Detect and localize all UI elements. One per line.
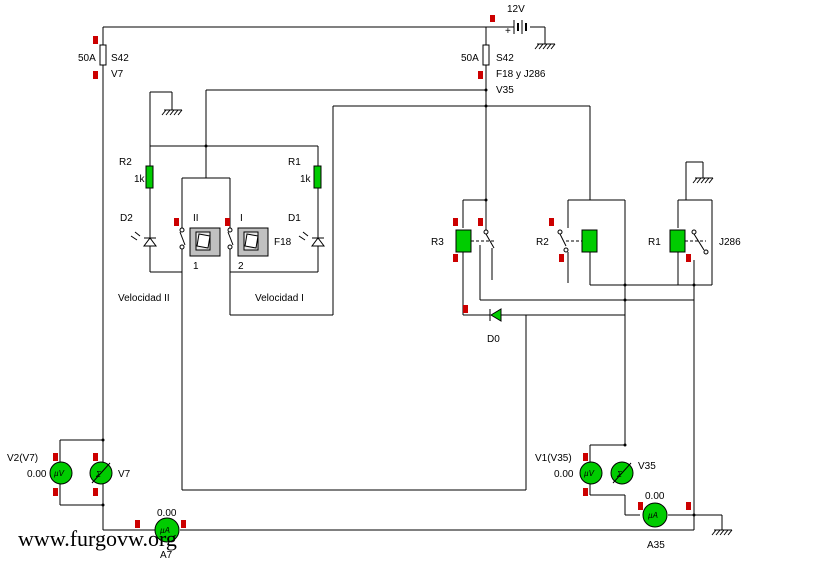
battery-label: 12V	[507, 4, 525, 15]
switch-name: F18	[274, 237, 292, 248]
fuse-left-node: V7	[111, 69, 124, 80]
probe-marker	[686, 254, 691, 262]
resistor-r1-value: 1k	[300, 174, 312, 185]
relay-r2-label: R2	[536, 237, 549, 248]
fuse-left[interactable]: 50A S42 V7	[78, 36, 129, 80]
probe-marker	[225, 218, 230, 226]
resistor-r2[interactable]: R2 1k	[119, 157, 154, 189]
meter-v7[interactable]: µV Σ V2(V7) 0.00 V7	[7, 453, 131, 496]
speed-label-ii: Velocidad II	[118, 293, 170, 304]
relay-r3[interactable]: R3	[431, 218, 495, 262]
probe-marker	[463, 305, 468, 313]
probe-marker	[583, 453, 588, 461]
probe-marker	[174, 218, 179, 226]
meter-a7[interactable]: µA 0.00 A7	[135, 508, 186, 561]
resistor-r1-name: R1	[288, 157, 301, 168]
watermark: www.furgovw.org	[18, 526, 177, 551]
meter-v7-unit: µV	[54, 469, 65, 478]
meter-v35-value: 0.00	[554, 469, 574, 480]
switch-ii-label: II	[193, 213, 199, 224]
probe-marker	[93, 488, 98, 496]
relay-r1[interactable]: R1	[648, 229, 709, 262]
fuse-left-rating: 50A	[78, 53, 96, 64]
meter-a35-unit: µA	[648, 511, 658, 520]
meter-a35[interactable]: µA 0.00 A35	[638, 491, 691, 551]
diode-d1[interactable]: D1	[288, 213, 325, 247]
fuse-right[interactable]: 50A S42 F18 y J286 V35	[461, 44, 546, 96]
meter-a35-name: A35	[647, 540, 665, 551]
probe-marker	[583, 488, 588, 496]
ground-symbol-a35	[711, 529, 733, 536]
resistor-r1[interactable]: R1 1k	[288, 157, 322, 189]
probe-marker	[93, 36, 98, 44]
battery-12v[interactable]: 12V +	[505, 4, 527, 37]
meter-a7-name: A7	[160, 550, 173, 561]
resistor-r2-name: R2	[119, 157, 132, 168]
ground-symbol-r2	[161, 109, 183, 116]
probe-marker	[135, 520, 140, 528]
probe-marker	[93, 71, 98, 79]
sum-icon: Σ	[95, 470, 102, 479]
meter-a7-unit: µA	[160, 526, 170, 535]
fuse-left-name: S42	[111, 53, 129, 64]
diode-d2-label: D2	[120, 213, 133, 224]
probe-marker	[686, 502, 691, 510]
probe-marker	[559, 254, 564, 262]
probe-marker	[453, 218, 458, 226]
probe-marker	[638, 502, 643, 510]
meter-v35[interactable]: µV Σ V1(V35) 0.00 V35	[535, 453, 656, 496]
meter-v7-value: 0.00	[27, 469, 47, 480]
sum-icon: Σ	[616, 470, 623, 479]
switch-position-ii[interactable]: II 1	[174, 213, 221, 272]
speed-label-i: Velocidad I	[255, 293, 304, 304]
meter-a7-value: 0.00	[157, 508, 177, 519]
probe-marker	[181, 520, 186, 528]
relay-r2[interactable]: R2	[536, 218, 598, 262]
switch-num-2: 2	[238, 261, 244, 272]
probe-marker	[93, 453, 98, 461]
switch-num-1: 1	[193, 261, 199, 272]
diode-d2[interactable]: D2	[120, 213, 157, 247]
battery-plus-sign: +	[505, 26, 511, 37]
probe-marker	[478, 218, 483, 226]
meter-a35-value: 0.00	[645, 491, 665, 502]
probe-marker	[478, 71, 483, 79]
probe-marker	[53, 453, 58, 461]
fuse-right-name: S42	[496, 53, 514, 64]
meter-v35-unit: µV	[584, 469, 595, 478]
wires	[59, 26, 723, 531]
diode-d1-label: D1	[288, 213, 301, 224]
ground-symbol-battery	[534, 43, 556, 50]
junction-dots	[101, 88, 696, 517]
fuse-right-rating: 50A	[461, 53, 479, 64]
resistor-r2-value: 1k	[134, 174, 146, 185]
diode-d0-label: D0	[487, 334, 500, 345]
meter-v7-name: V7	[118, 469, 131, 480]
switch-i-label: I	[240, 213, 243, 224]
probe-marker	[549, 218, 554, 226]
meter-v35-label: V1(V35)	[535, 453, 572, 464]
meter-v7-label: V2(V7)	[7, 453, 38, 464]
probe-marker	[453, 254, 458, 262]
probe-marker	[490, 15, 495, 22]
meter-v35-name: V35	[638, 461, 656, 472]
switch-position-i[interactable]: I 2 F18	[225, 213, 292, 272]
ground-symbol-r1	[692, 177, 714, 184]
relay-r3-label: R3	[431, 237, 444, 248]
fuse-right-ref: F18 y J286	[496, 69, 546, 80]
relay-j286-label: J286	[719, 237, 741, 248]
relay-r1-label: R1	[648, 237, 661, 248]
probe-marker	[53, 488, 58, 496]
diode-d0[interactable]: D0	[463, 305, 502, 345]
fuse-right-node: V35	[496, 85, 514, 96]
